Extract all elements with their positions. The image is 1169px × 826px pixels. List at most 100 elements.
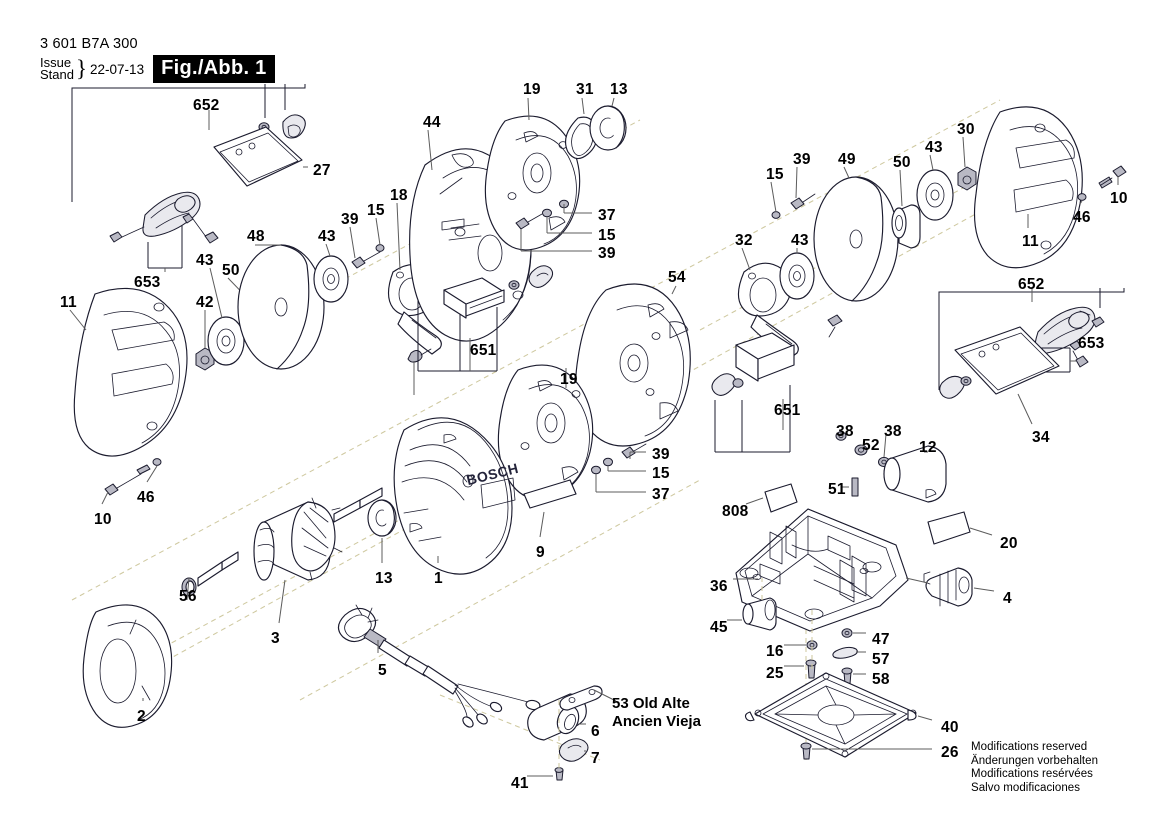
callout-48: 48 — [247, 228, 265, 245]
callout-16: 16 — [766, 643, 784, 660]
fastener-stack-upper — [515, 199, 592, 252]
callout-46: 46 — [137, 489, 155, 506]
callout-1: 1 — [434, 570, 443, 587]
group-left-guard-assembly — [69, 84, 325, 505]
callout-19: 19 — [523, 81, 541, 98]
group-center-top-housing — [313, 97, 627, 395]
washer-46-left — [136, 458, 162, 483]
group-right-guard-plate — [938, 288, 1125, 425]
brace-glyph: } — [75, 56, 88, 81]
callout-31: 31 — [576, 81, 594, 98]
callout-15: 15 — [598, 227, 616, 244]
group-right-wheel-assembly — [737, 106, 1127, 360]
callout-36: 36 — [710, 578, 728, 595]
callout-54: 54 — [668, 269, 686, 286]
callout-26: 26 — [941, 744, 959, 761]
callout-44: 44 — [423, 114, 441, 131]
callout-37: 37 — [652, 486, 670, 503]
callout-40: 40 — [941, 719, 959, 736]
callout-46: 46 — [1073, 209, 1091, 226]
callout-15: 15 — [766, 166, 784, 183]
disclaimer-fr: Modifications resérvées — [971, 768, 1093, 780]
callout-51: 51 — [828, 481, 846, 498]
callout-39: 39 — [793, 151, 811, 168]
callout-18: 18 — [390, 187, 408, 204]
callout-13: 13 — [375, 570, 393, 587]
callout-41: 41 — [511, 775, 529, 792]
callout-25: 25 — [766, 665, 784, 682]
callout-49: 49 — [838, 151, 856, 168]
screw-653-b — [182, 213, 219, 244]
callout-39: 39 — [652, 446, 670, 463]
callout-5: 5 — [378, 662, 387, 679]
part-code: 3 601 B7A 300 — [40, 36, 138, 52]
callout-15: 15 — [652, 465, 670, 482]
callout-11: 11 — [1022, 233, 1039, 250]
callout-19: 19 — [560, 371, 578, 388]
callout-9: 9 — [536, 544, 545, 561]
callout-39: 39 — [598, 245, 616, 262]
figure-badge: Fig./Abb. 1 — [153, 55, 275, 83]
issue-stand-labels: Issue Stand — [40, 54, 74, 82]
callout-45: 45 — [710, 619, 728, 636]
callout-15: 15 — [367, 202, 385, 219]
disclaimer-en: Modifications reserved — [971, 741, 1088, 753]
group-base-assembly — [727, 431, 995, 760]
callout-32: 32 — [735, 232, 753, 249]
callout-43: 43 — [196, 252, 214, 269]
disclaimer-de: Änderungen vorbehalten — [971, 754, 1099, 767]
issue-label: Issue — [40, 54, 72, 70]
issue-date: 22-07-13 — [90, 61, 145, 77]
callout-52: 52 — [862, 437, 880, 454]
callout-50: 50 — [222, 262, 240, 279]
disclaimer-footer: Modifications reserved Änderungen vorbeh… — [971, 741, 1098, 795]
callout-43: 43 — [925, 139, 943, 156]
callout-13: 13 — [610, 81, 628, 98]
group-power-cable — [337, 604, 617, 781]
screw-653-a — [109, 226, 145, 243]
callout-10: 10 — [94, 511, 112, 528]
old-alte-annotation: 53 Old Alte Ancien Vieja — [612, 695, 701, 731]
diagram-header: 3 601 B7A 300 Issue Stand } 22-07-13 Fig… — [40, 36, 275, 83]
callout-651: 651 — [470, 342, 497, 359]
callout-47: 47 — [872, 631, 890, 648]
callout-38: 38 — [836, 423, 854, 440]
callout-7: 7 — [591, 750, 600, 767]
callout-43: 43 — [791, 232, 809, 249]
callout-2: 2 — [137, 708, 146, 725]
callout-58: 58 — [872, 671, 890, 688]
callout-20: 20 — [1000, 535, 1018, 552]
callout-42: 42 — [196, 294, 214, 311]
callout-37: 37 — [598, 207, 616, 224]
bolt-39-a — [349, 226, 381, 269]
callout-6: 6 — [591, 723, 600, 740]
old-alte-line-1: 53 Old Alte — [612, 695, 690, 712]
old-alte-line-2: Ancien Vieja — [612, 713, 701, 730]
callout-653: 653 — [134, 274, 161, 291]
group-center-lower-motor — [82, 283, 843, 728]
callout-57: 57 — [872, 651, 890, 668]
callout-4: 4 — [1003, 590, 1012, 607]
callout-34: 34 — [1032, 429, 1050, 446]
callout-30: 30 — [957, 121, 975, 138]
callout-3: 3 — [271, 630, 280, 647]
callout-652: 652 — [193, 97, 220, 114]
callout-12: 12 — [919, 439, 937, 456]
callout-56: 56 — [179, 588, 197, 605]
disclaimer-es: Salvo modificaciones — [971, 781, 1081, 794]
pin-under-18 — [407, 348, 432, 395]
callout-43: 43 — [318, 228, 336, 245]
callout-651: 651 — [774, 402, 801, 419]
callout-11: 11 — [60, 294, 77, 311]
callout-39: 39 — [341, 211, 359, 228]
callout-653: 653 — [1078, 335, 1105, 352]
stand-label: Stand — [40, 67, 74, 82]
callout-38: 38 — [884, 423, 902, 440]
callout-50: 50 — [893, 154, 911, 171]
callout-10: 10 — [1110, 190, 1128, 207]
callout-652: 652 — [1018, 276, 1045, 293]
bolt-10-left — [101, 473, 142, 505]
fastener-stack-lower — [591, 443, 647, 493]
